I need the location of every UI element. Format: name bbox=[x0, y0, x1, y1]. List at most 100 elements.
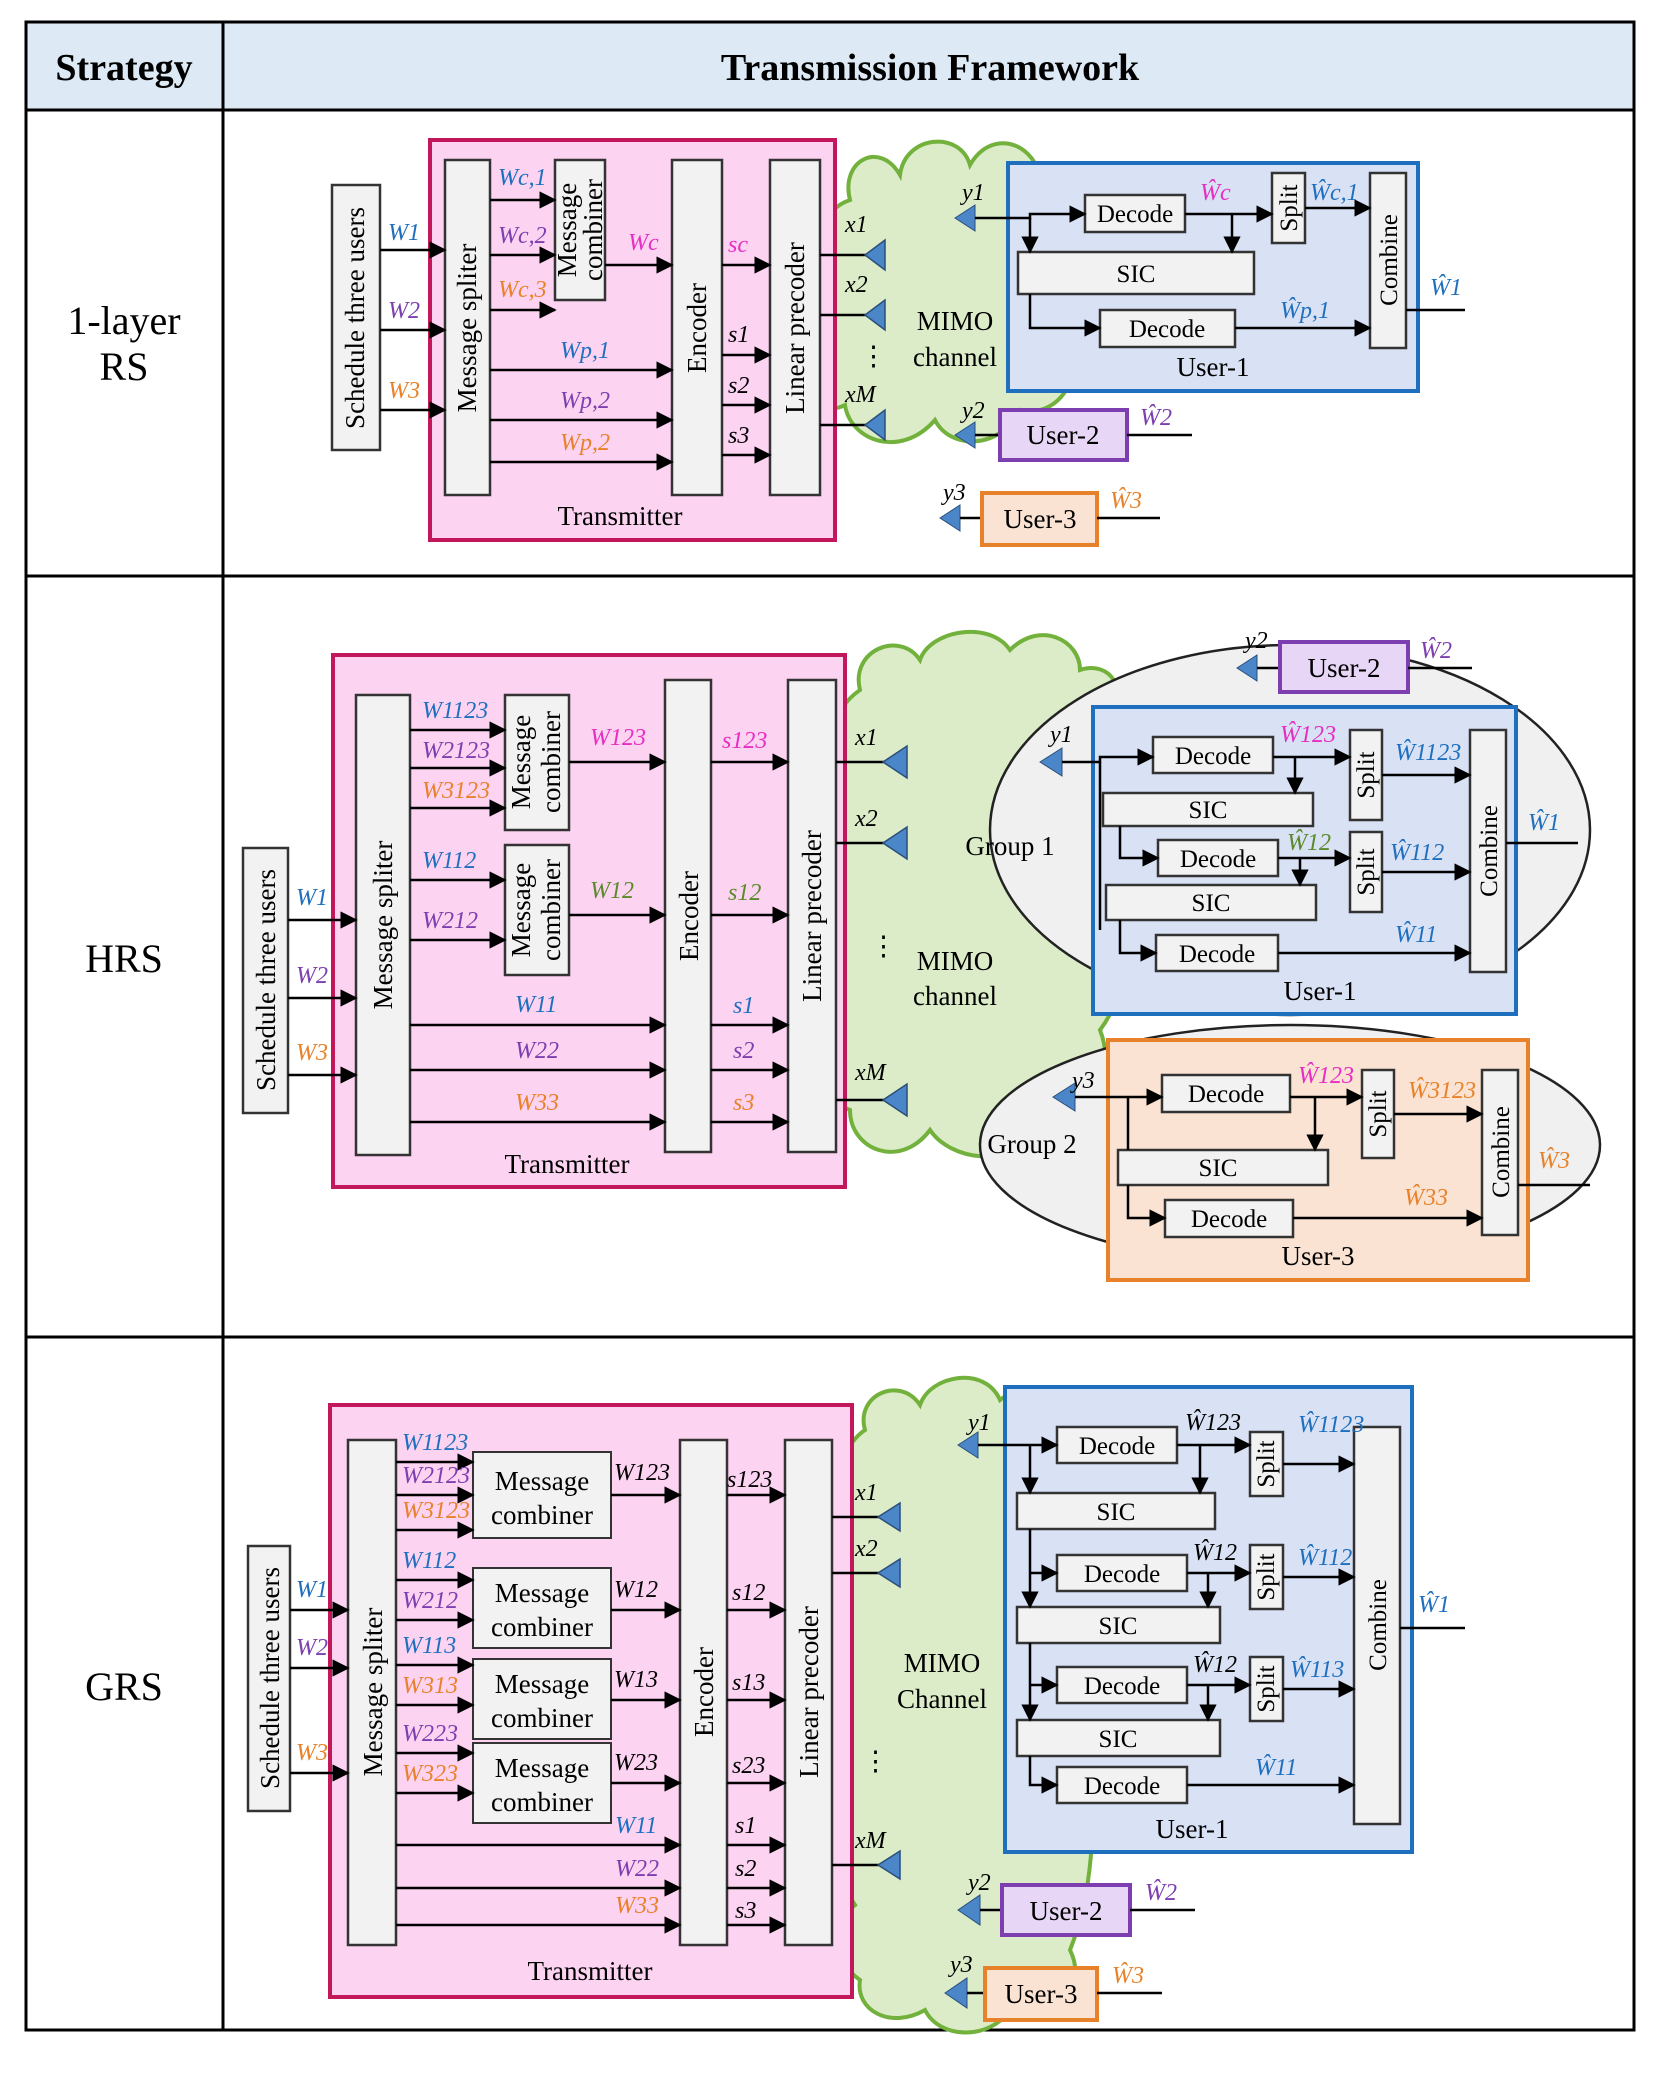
part-w3-123: W3123 bbox=[422, 778, 490, 804]
user2-y: y2 bbox=[1243, 628, 1268, 654]
row-rs: 1-layer RS MIMO channel Transmitter Sche… bbox=[67, 138, 1465, 547]
channel-label-2: channel bbox=[913, 981, 997, 1011]
w12-hat: Ŵ12 bbox=[1287, 829, 1331, 856]
w12-hat: Ŵ12 bbox=[1193, 1539, 1237, 1566]
sic-label: SIC bbox=[1192, 890, 1231, 917]
sic-box bbox=[1016, 250, 1256, 296]
user2-y: y2 bbox=[960, 398, 985, 424]
decode-common bbox=[1160, 1073, 1292, 1114]
combiner-label-2: combiner bbox=[491, 1500, 593, 1530]
part-w1-12: W112 bbox=[422, 848, 476, 874]
stream-s2: s2 bbox=[735, 1856, 756, 1882]
combiner-box bbox=[472, 1567, 612, 1649]
encoder-box bbox=[678, 1438, 729, 1947]
channel-label-2: Channel bbox=[897, 1684, 987, 1714]
user2-y: y2 bbox=[966, 1870, 991, 1896]
w1-123-hat: Ŵ1123 bbox=[1298, 1411, 1364, 1438]
antenna-x2: x2 bbox=[854, 1536, 878, 1562]
antenna-xm: xM bbox=[844, 382, 878, 408]
group2-label: Group 2 bbox=[987, 1129, 1076, 1159]
split-label: Split bbox=[1365, 1090, 1392, 1137]
user1-out: Ŵ1 bbox=[1418, 1591, 1450, 1618]
splitter-label: Message spliter bbox=[452, 244, 482, 413]
w1-12-hat: Ŵ112 bbox=[1298, 1544, 1352, 1571]
splitter-label: Message spliter bbox=[368, 841, 398, 1010]
part-w3-13: W313 bbox=[402, 1673, 458, 1699]
combiner-box bbox=[503, 843, 571, 977]
table-header bbox=[26, 22, 1634, 110]
user2-box bbox=[1000, 1883, 1132, 1937]
w3-123-hat: Ŵ3123 bbox=[1408, 1077, 1476, 1104]
sic-box bbox=[1116, 1148, 1330, 1187]
sic-label: SIC bbox=[1199, 1155, 1238, 1182]
schedule-box bbox=[330, 183, 382, 452]
tx-antenna-icon bbox=[876, 1849, 901, 1881]
user1-label: User-1 bbox=[1284, 976, 1357, 1006]
input-w1: W1 bbox=[296, 1577, 328, 1603]
w1-1-hat: Ŵ11 bbox=[1395, 921, 1437, 948]
transmitter-box bbox=[428, 138, 837, 542]
channel-label-1: MIMO bbox=[904, 1648, 981, 1678]
combine-label: Combine bbox=[1376, 214, 1403, 306]
user2-out: Ŵ2 bbox=[1145, 1879, 1177, 1906]
strategy-grs: GRS bbox=[85, 1664, 163, 1709]
antenna-x2: x2 bbox=[844, 272, 868, 298]
encoder-label: Encoder bbox=[689, 1647, 719, 1737]
input-w3: W3 bbox=[296, 1740, 328, 1766]
part-wc3: Wc,3 bbox=[498, 277, 547, 303]
tx-antenna-icon bbox=[876, 1501, 901, 1533]
sic-box bbox=[1015, 1491, 1217, 1531]
user1-out: Ŵ1 bbox=[1430, 274, 1462, 301]
user3-y: y3 bbox=[948, 1952, 973, 1978]
strategy-hrs: HRS bbox=[85, 936, 163, 981]
combiner-label-1: Message bbox=[506, 715, 536, 809]
user1-label: User-1 bbox=[1156, 1814, 1229, 1844]
user1-y: y1 bbox=[1048, 722, 1073, 748]
schedule-box bbox=[241, 846, 290, 1115]
decode-private bbox=[1154, 933, 1280, 973]
part-w2-123: W2123 bbox=[402, 1463, 470, 1489]
precoder-label: Linear precoder bbox=[794, 1606, 824, 1778]
channel-label-1: MIMO bbox=[917, 946, 994, 976]
split-label: Split bbox=[1353, 848, 1380, 895]
part-w2-23: W223 bbox=[402, 1721, 458, 1747]
stream-s1: s1 bbox=[733, 993, 754, 1019]
schedule-label: Schedule three users bbox=[340, 207, 370, 429]
tx-antenna-icon bbox=[863, 238, 886, 272]
part-wp1: Wp,1 bbox=[560, 338, 610, 364]
antenna-x1: x1 bbox=[854, 1480, 878, 1506]
combiner-label-1: Message bbox=[506, 863, 536, 957]
user3-box bbox=[980, 491, 1099, 547]
stream-sc: sc bbox=[728, 232, 748, 258]
combined-wc: Wc bbox=[628, 230, 659, 256]
split-label: Split bbox=[1253, 1553, 1280, 1600]
stream-s3: s3 bbox=[733, 1090, 754, 1116]
combiner-label-2: combiner bbox=[578, 179, 608, 281]
w123-hat: Ŵ123 bbox=[1185, 1409, 1241, 1436]
decode-label: Decode bbox=[1175, 743, 1251, 770]
decode-label: Decode bbox=[1180, 846, 1256, 873]
part-wc1: Wc,1 bbox=[498, 165, 547, 191]
antenna-xm: xM bbox=[854, 1828, 888, 1854]
stream-s3: s3 bbox=[728, 423, 749, 449]
user3-label: User-3 bbox=[1005, 1979, 1078, 2009]
input-w3: W3 bbox=[296, 1040, 328, 1066]
decode-label: Decode bbox=[1097, 201, 1173, 228]
antenna-ellipsis: ⋮ bbox=[862, 1746, 889, 1776]
tx-antenna-icon bbox=[863, 298, 886, 332]
encoder-label: Encoder bbox=[682, 283, 712, 373]
user1-y: y1 bbox=[960, 180, 985, 206]
combiner-label-2: combiner bbox=[491, 1787, 593, 1817]
combiner-box bbox=[472, 1742, 612, 1824]
input-w2: W2 bbox=[296, 1635, 328, 1661]
sic-box bbox=[1104, 883, 1318, 922]
split-box bbox=[1248, 1543, 1285, 1611]
sic-box bbox=[1015, 1605, 1222, 1645]
stream-s2: s2 bbox=[728, 373, 749, 399]
split-box bbox=[1270, 171, 1307, 245]
stream-s1: s1 bbox=[728, 322, 749, 348]
tx-antenna-icon bbox=[863, 408, 886, 442]
stream-s2: s2 bbox=[733, 1038, 754, 1064]
